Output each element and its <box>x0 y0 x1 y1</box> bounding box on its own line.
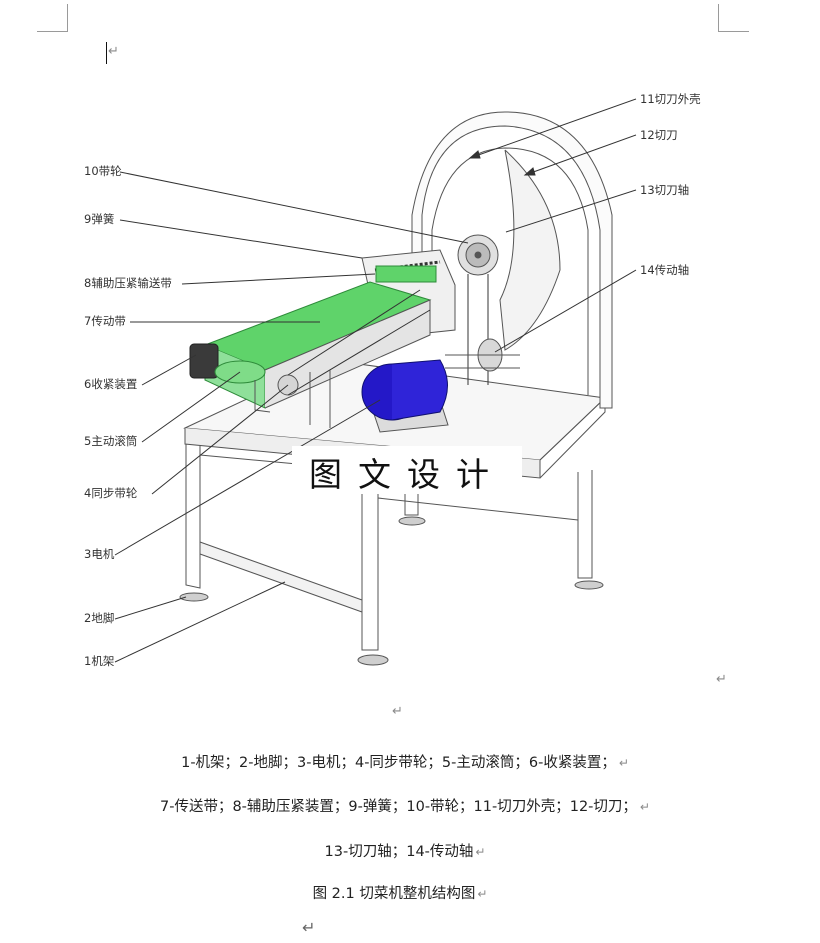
tension-device <box>189 343 219 379</box>
label-cutter-shaft: 13切刀轴 <box>640 183 690 197</box>
label-motor: 3电机 <box>84 547 115 561</box>
foot-back-mid <box>398 516 426 526</box>
leader-5 <box>141 371 241 443</box>
leader-9 <box>119 219 363 259</box>
figure-title: 图 2.1 切菜机整机结构图↵ <box>312 886 488 902</box>
leader-6 <box>141 354 197 386</box>
label-drive-roller: 5主动滚筒 <box>84 434 138 448</box>
auxiliary-press-belt <box>375 265 437 283</box>
frame-leg-front-left <box>185 444 201 589</box>
label-belt-pulley: 10带轮 <box>84 164 122 178</box>
caption-line-1: 1-机架；2-地脚；3-电机；4-同步带轮；5-主动滚筒；6-收紧装置；↵ <box>181 755 629 771</box>
paragraph-mark: ↵ <box>716 672 727 687</box>
caption-line-3: 13-切刀轴；14-传动轴↵ <box>324 844 486 860</box>
leader-3 <box>114 399 381 556</box>
leader-13 <box>505 189 637 233</box>
label-drive-shaft: 14传动轴 <box>640 263 690 277</box>
page-corner-top-right <box>718 4 749 32</box>
leader-1 <box>114 581 286 663</box>
label-cutter-housing: 11切刀外壳 <box>640 92 701 106</box>
foot-front-right <box>357 654 389 666</box>
paragraph-mark: ↵ <box>302 918 316 937</box>
page-corner-top-left <box>37 4 68 32</box>
frame-leg-front-right <box>361 462 379 651</box>
label-tension-device: 6收紧装置 <box>84 377 138 391</box>
leader-14 <box>494 269 637 353</box>
leader-11 <box>469 98 637 159</box>
leader-4 <box>151 384 289 495</box>
leader-8 <box>181 273 376 285</box>
leader-10 <box>119 171 469 244</box>
text-cursor[interactable] <box>106 42 107 64</box>
label-foot: 2地脚 <box>84 611 115 625</box>
leader-12 <box>524 134 637 176</box>
cutter-blade <box>499 149 561 351</box>
frame-lower-brace <box>199 541 363 613</box>
foot-back-right <box>574 580 604 590</box>
watermark-text: 图文设计 <box>309 455 505 494</box>
label-transmission-belt: 7传动带 <box>84 314 126 328</box>
label-sync-pulley: 4同步带轮 <box>84 486 138 500</box>
foot-front-left <box>179 592 209 602</box>
label-frame: 1机架 <box>84 654 115 668</box>
caption-line-2: 7-传送带；8-辅助压紧装置；9-弹簧；10-带轮；11-切刀外壳；12-切刀；… <box>160 799 650 815</box>
cutter-housing <box>411 111 613 409</box>
paragraph-mark: ↵ <box>108 44 119 59</box>
label-aux-press-belt: 8辅助压紧输送带 <box>84 276 172 290</box>
watermark-box: 图文设计 <box>292 446 522 494</box>
paragraph-mark: ↵ <box>392 704 403 719</box>
frame-leg-back-right <box>577 470 593 579</box>
label-spring: 9弹簧 <box>84 212 115 226</box>
label-cutter: 12切刀 <box>640 128 678 142</box>
leader-2 <box>114 596 187 620</box>
